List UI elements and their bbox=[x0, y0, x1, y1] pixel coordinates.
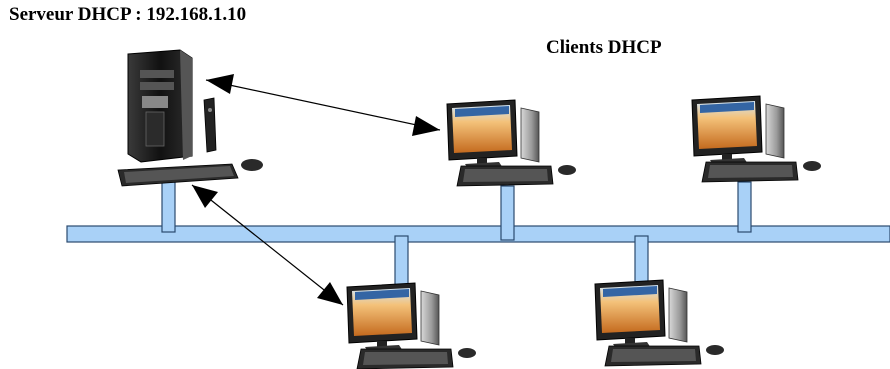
server-connector bbox=[161, 179, 176, 233]
arrow-server-client-3 bbox=[191, 184, 344, 306]
dhcp-server bbox=[117, 49, 263, 187]
client-computer-2 bbox=[691, 95, 821, 183]
arrow-server-client-1 bbox=[205, 74, 441, 136]
server-label: Serveur DHCP : 192.168.1.10 bbox=[9, 4, 247, 25]
client-computer-1 bbox=[446, 99, 576, 187]
client-computer-3 bbox=[346, 282, 476, 369]
client-2-connector bbox=[737, 181, 752, 233]
client-4-connector bbox=[634, 235, 649, 289]
clients-label: Clients DHCP bbox=[546, 37, 662, 58]
network-bus bbox=[66, 225, 890, 243]
client-computer-4 bbox=[594, 279, 724, 367]
client-1-connector bbox=[500, 185, 515, 241]
